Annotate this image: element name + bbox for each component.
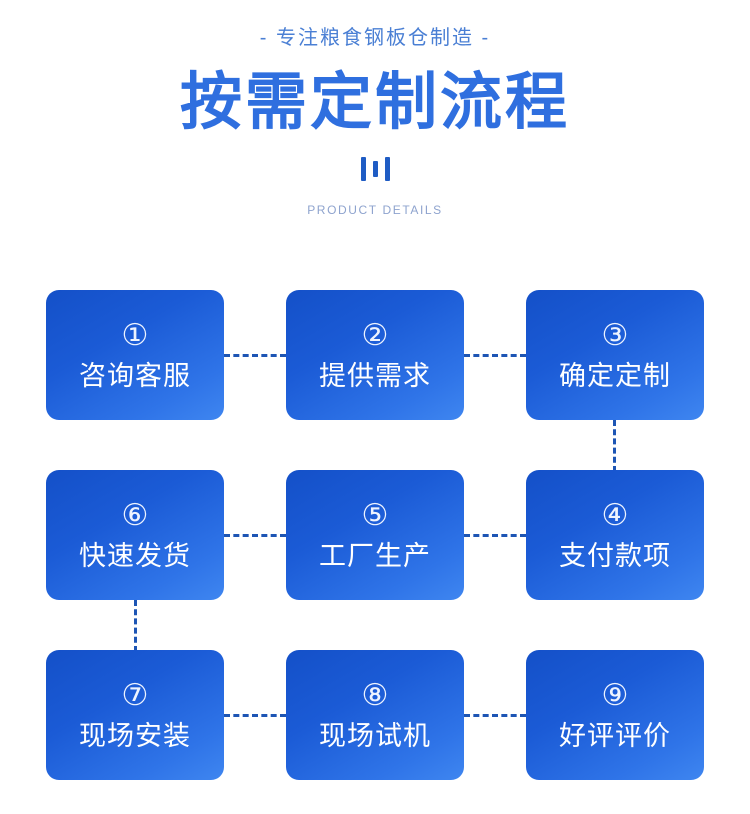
process-card-label: 好评评价 bbox=[559, 720, 671, 751]
page-subtitle: - 专注粮食钢板仓制造 - bbox=[259, 27, 491, 49]
process-card-label: 支付款项 bbox=[559, 540, 671, 571]
process-flow-grid: ① 咨询客服 ② 提供需求 ③ 确定定制 ⑥ 快速发货 ⑤ 工厂生产 ④ 支付款… bbox=[46, 290, 704, 780]
process-card-6[interactable]: ⑥ 快速发货 bbox=[46, 470, 224, 600]
process-card-label: 现场试机 bbox=[319, 720, 431, 751]
connector-step8-step9 bbox=[464, 714, 526, 717]
process-card-label: 现场安装 bbox=[79, 720, 191, 751]
process-card-2[interactable]: ② 提供需求 bbox=[286, 290, 464, 420]
process-card-label: 提供需求 bbox=[319, 360, 431, 391]
connector-step3-step4 bbox=[613, 420, 616, 472]
process-card-label: 工厂生产 bbox=[319, 540, 431, 571]
process-card-5[interactable]: ⑤ 工厂生产 bbox=[286, 470, 464, 600]
process-card-1[interactable]: ① 咨询客服 bbox=[46, 290, 224, 420]
connector-step1-step2 bbox=[224, 354, 286, 357]
process-card-number: ③ bbox=[601, 318, 629, 352]
process-card-number: ⑧ bbox=[361, 678, 389, 712]
process-card-label: 快速发货 bbox=[79, 540, 191, 571]
process-card-3[interactable]: ③ 确定定制 bbox=[526, 290, 704, 420]
bar-right bbox=[384, 157, 390, 182]
page-header: - 专注粮食钢板仓制造 - 按需定制流程 PRODUCT DETAILS bbox=[0, 0, 750, 217]
process-card-label: 咨询客服 bbox=[79, 360, 191, 391]
bar-middle bbox=[372, 161, 378, 178]
process-card-number: ⑨ bbox=[601, 678, 629, 712]
connector-step7-step8 bbox=[224, 714, 286, 717]
connector-step2-step3 bbox=[464, 354, 526, 357]
connector-step6-step7 bbox=[134, 600, 137, 652]
process-card-number: ⑥ bbox=[121, 498, 149, 532]
three-vertical-bars-icon bbox=[0, 157, 750, 183]
process-card-8[interactable]: ⑧ 现场试机 bbox=[286, 650, 464, 780]
connector-step4-step5 bbox=[464, 534, 526, 537]
process-card-4[interactable]: ④ 支付款项 bbox=[526, 470, 704, 600]
process-card-number: ① bbox=[121, 318, 149, 352]
process-card-number: ⑦ bbox=[121, 678, 149, 712]
process-card-9[interactable]: ⑨ 好评评价 bbox=[526, 650, 704, 780]
process-card-number: ⑤ bbox=[361, 498, 389, 532]
bar-left bbox=[360, 157, 366, 182]
process-card-label: 确定定制 bbox=[559, 360, 671, 391]
page-title: 按需定制流程 bbox=[179, 68, 570, 137]
process-card-7[interactable]: ⑦ 现场安装 bbox=[46, 650, 224, 780]
process-card-number: ④ bbox=[601, 498, 629, 532]
page-eyebrow: PRODUCT DETAILS bbox=[307, 203, 443, 218]
connector-step5-step6 bbox=[224, 534, 286, 537]
process-card-number: ② bbox=[361, 318, 389, 352]
